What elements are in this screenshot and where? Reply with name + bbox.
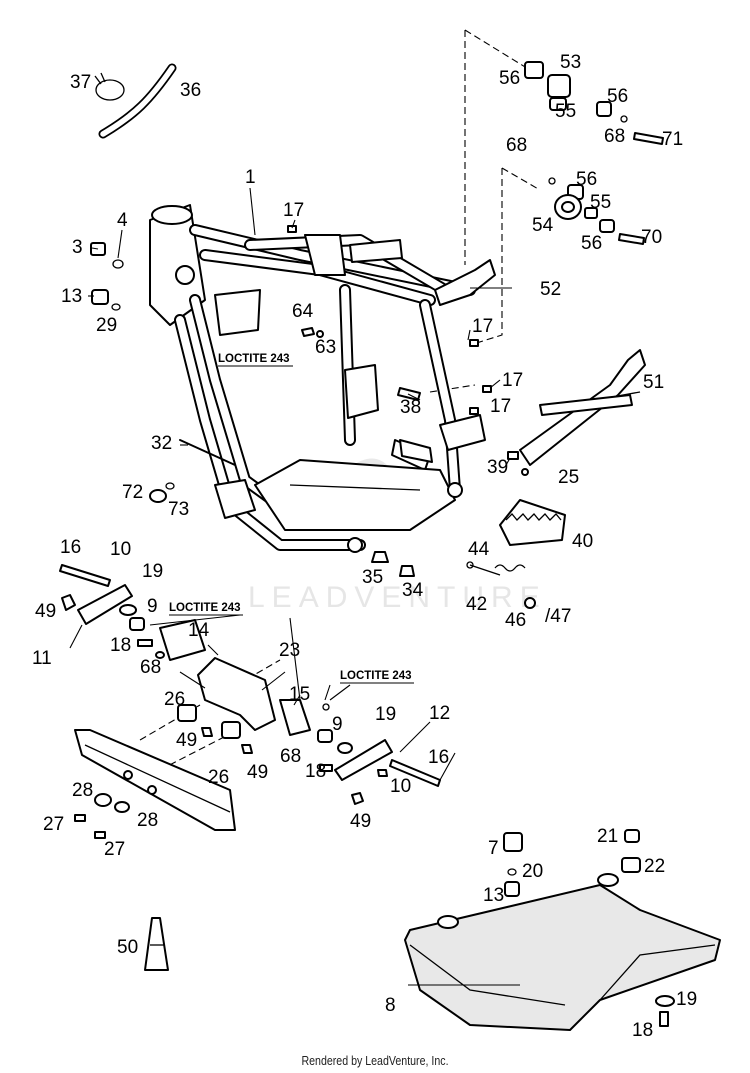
callout-label: 34 (402, 580, 424, 601)
hose-clamp-part (94, 72, 125, 101)
callout-label: 36 (180, 80, 201, 101)
bearing-parts (524, 61, 664, 245)
callout-label: 52 (540, 279, 561, 300)
callout-label: 63 (315, 337, 336, 358)
callout-label: 15 (289, 684, 310, 705)
render-credit: Rendered by LeadVenture, Inc. (301, 1054, 449, 1068)
callout-label: 56 (607, 86, 628, 107)
main-frame-part (149, 204, 496, 553)
callout-label: /47 (545, 606, 571, 627)
callout-label: 56 (499, 68, 520, 89)
callout-label: 49 (35, 601, 56, 622)
callout-label: 38 (400, 397, 421, 418)
callout-label: 68 (506, 135, 527, 156)
callout-label: 55 (555, 101, 576, 122)
guard-bracket-part (177, 657, 276, 754)
loctite-note: LOCTITE 243 (340, 670, 412, 682)
callout-label: 14 (188, 620, 210, 641)
watermark-text: LEADVENTURE (248, 581, 547, 614)
callout-label: 51 (643, 372, 664, 393)
leader-lines (69, 187, 520, 986)
callout-label: 68 (140, 657, 161, 678)
callout-label: 28 (72, 780, 93, 801)
fastener-parts (90, 225, 529, 577)
callout-label: 35 (362, 567, 383, 588)
callout-label: 49 (350, 811, 371, 832)
callout-label: 18 (632, 1020, 653, 1041)
callout-label: 28 (137, 810, 158, 831)
callout-label: 7 (488, 838, 499, 859)
callout-label: 4 (117, 210, 128, 231)
callout-label: 64 (292, 301, 314, 322)
callout-label: 12 (429, 703, 450, 724)
callout-label: 37 (70, 72, 91, 93)
callout-label: 18 (110, 635, 131, 656)
callout-label: 49 (176, 730, 197, 751)
callout-label: 21 (597, 826, 618, 847)
callout-label: 46 (505, 610, 526, 631)
callout-label: 73 (168, 499, 189, 520)
callout-label: 68 (280, 746, 301, 767)
callout-label: 32 (151, 433, 172, 454)
right-footpeg-bracket-part (279, 699, 441, 805)
callout-label: 17 (472, 316, 493, 337)
callout-label: 19 (375, 704, 396, 725)
callout-label: 3 (72, 237, 83, 258)
callout-label: 8 (385, 995, 396, 1016)
loctite-bottle-part (144, 917, 169, 971)
callout-label: 17 (502, 370, 523, 391)
breather-hose-part (98, 63, 177, 139)
callout-label: 18 (305, 761, 326, 782)
loctite-note: LOCTITE 243 (169, 602, 241, 614)
callout-label: 40 (572, 531, 593, 552)
callout-label: 9 (147, 596, 158, 617)
footpeg-part (466, 499, 566, 609)
left-footpeg-bracket-part (59, 564, 206, 661)
callout-label: 70 (641, 227, 662, 248)
callout-label: 10 (390, 776, 411, 797)
callout-label: 72 (122, 482, 143, 503)
loctite-note: LOCTITE 243 (218, 353, 290, 365)
callout-label: 29 (96, 315, 117, 336)
callout-label: 11 (32, 648, 52, 669)
callout-label: 56 (581, 233, 602, 254)
callout-label: 26 (164, 689, 185, 710)
callout-label: 71 (662, 129, 683, 150)
callout-label: 49 (247, 762, 268, 783)
front-skid-plate-part (74, 729, 236, 839)
skid-plate-part (404, 829, 721, 1031)
callout-label: 26 (208, 767, 229, 788)
callout-label: 27 (104, 839, 125, 860)
callout-label: 68 (604, 126, 625, 147)
callout-labels: 1 3 4 13 29 17 64 63 17 17 17 52 53 56 5… (32, 52, 697, 1041)
callout-label: 25 (558, 467, 579, 488)
callout-label: 53 (560, 52, 581, 73)
callout-label: 27 (43, 814, 64, 835)
callout-label: 13 (61, 286, 82, 307)
callout-label: 17 (490, 396, 511, 417)
callout-label: 10 (110, 539, 131, 560)
callout-label: 9 (332, 714, 343, 735)
callout-label: 19 (676, 989, 697, 1010)
callout-label: 39 (487, 457, 508, 478)
callout-label: 44 (468, 539, 490, 560)
callout-label: 19 (142, 561, 163, 582)
callout-label: 23 (279, 640, 300, 661)
callout-label: 16 (428, 747, 449, 768)
callout-label: 1 (245, 167, 256, 188)
callout-label: 16 (60, 537, 81, 558)
callout-label: 17 (283, 200, 304, 221)
callout-label: 22 (644, 856, 665, 877)
callout-label: 20 (522, 861, 543, 882)
side-stand-part (519, 349, 646, 466)
callout-label: 13 (483, 885, 504, 906)
callout-label: 55 (590, 192, 611, 213)
callout-label: 56 (576, 169, 597, 190)
callout-label: 54 (532, 215, 554, 236)
callout-label: 42 (466, 594, 487, 615)
callout-label: 50 (117, 937, 138, 958)
